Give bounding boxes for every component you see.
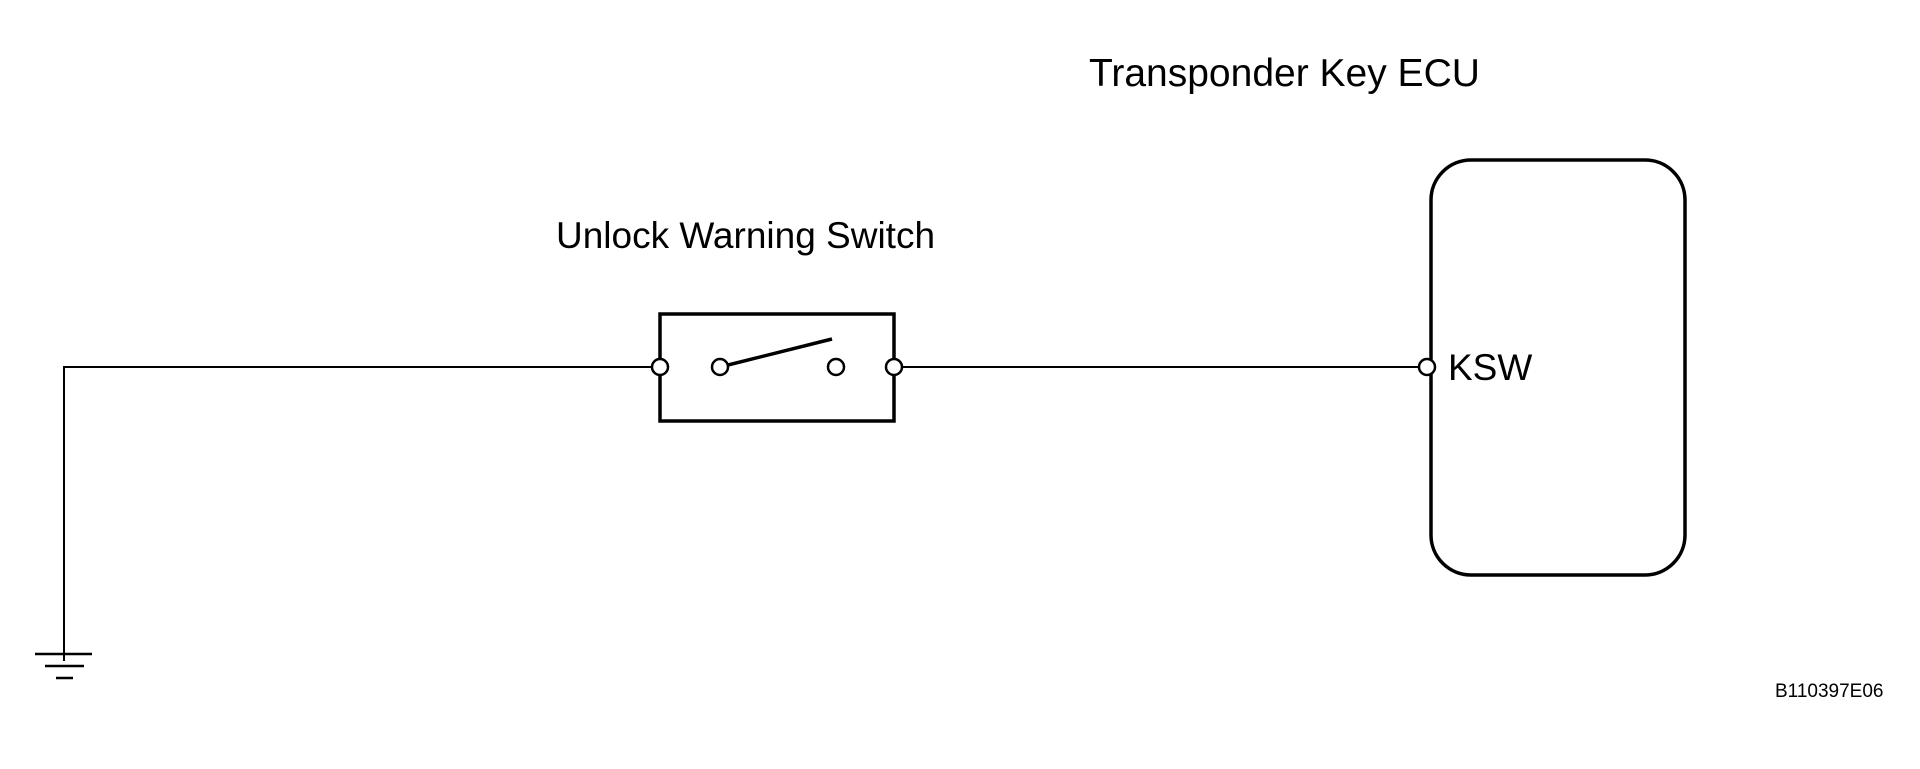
switch-contact-left <box>710 357 730 377</box>
switch-box <box>658 312 896 423</box>
ecu-title: Transponder Key ECU <box>1089 52 1480 95</box>
terminal-label: KSW <box>1448 347 1532 388</box>
figure-code: B110397E06 <box>1775 681 1883 702</box>
switch-contact-right <box>826 357 846 377</box>
ground-wire <box>63 366 655 661</box>
switch-title: Unlock Warning Switch <box>556 215 935 256</box>
ecu-terminal <box>1417 357 1437 377</box>
switch-blade <box>719 337 833 369</box>
ground-symbol <box>35 652 92 680</box>
switch-terminal-right <box>884 357 904 377</box>
switch-terminal-left <box>650 357 670 377</box>
